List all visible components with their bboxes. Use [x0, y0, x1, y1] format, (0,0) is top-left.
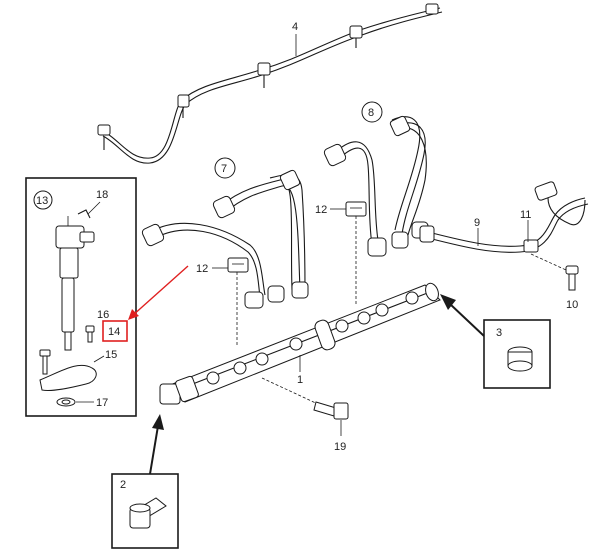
highlight-box-14: 14	[102, 320, 128, 342]
callout-12-left: 12	[196, 263, 208, 275]
injector-pipe-set-7: 7	[141, 157, 309, 309]
detail-box-sensor: 2	[111, 473, 179, 549]
fuel-supply-pipe-9	[419, 181, 589, 253]
detail-box-plug: 3	[483, 319, 551, 389]
bolt-15	[39, 349, 51, 375]
callout-9: 9	[474, 217, 480, 229]
fuel-rail-1	[159, 282, 441, 405]
callout-19: 19	[334, 441, 346, 453]
callout-14: 14	[108, 326, 120, 338]
callout-3: 3	[496, 327, 502, 339]
callout-2: 2	[120, 479, 126, 491]
bolt-19	[261, 377, 349, 420]
arrow-to-plug	[440, 294, 485, 337]
callout-12-right: 12	[315, 204, 327, 216]
callout-16: 16	[97, 309, 109, 321]
pipe-clip-12-left	[227, 257, 249, 273]
screw-16	[85, 325, 95, 343]
callout-17: 17	[96, 397, 108, 409]
injector-body	[55, 216, 95, 351]
highlight-arrow	[128, 265, 189, 320]
washer-17	[56, 397, 76, 407]
callout-4: 4	[292, 21, 298, 33]
callout-11: 11	[520, 209, 531, 221]
rail-outlet-ports	[206, 291, 419, 385]
leak-off-return-line	[97, 3, 443, 164]
callout-18: 18	[96, 189, 108, 201]
pipe-clip-12-right	[345, 201, 367, 217]
injector-pipe-set-8: 8	[323, 101, 429, 257]
arrow-to-sensor	[149, 414, 164, 475]
callout-10: 10	[566, 299, 578, 311]
bolt-10	[530, 253, 579, 291]
callout-1: 1	[297, 374, 303, 386]
clamp-15	[39, 355, 105, 391]
callout-8: 8	[368, 107, 374, 119]
detail-box-injector: 13 18 16 14 15	[25, 177, 137, 417]
callout-7: 7	[221, 163, 227, 175]
callout-13: 13	[36, 195, 48, 207]
callout-15: 15	[105, 349, 117, 361]
